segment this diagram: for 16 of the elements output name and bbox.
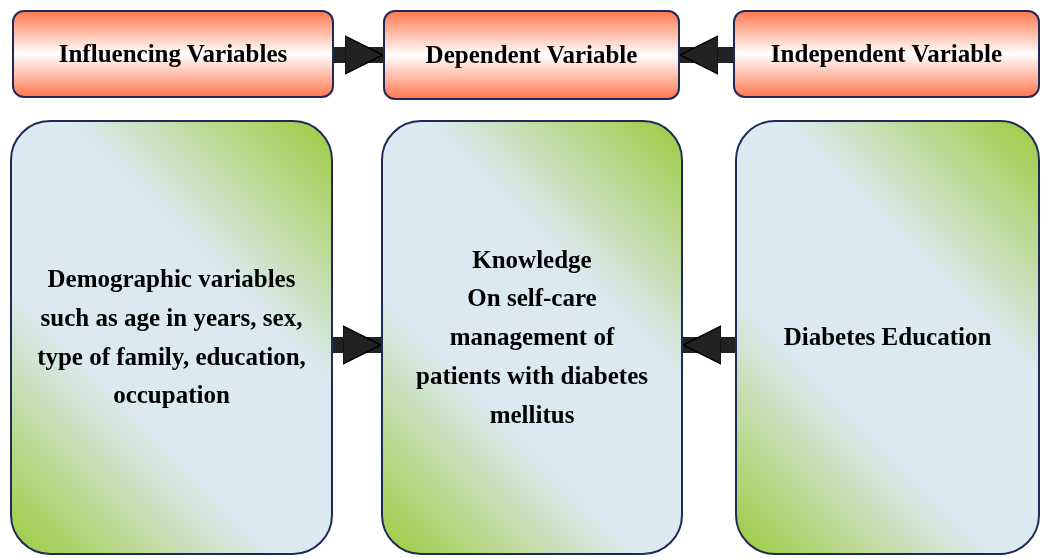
content-box: [10, 120, 333, 555]
block-arrow: [333, 325, 382, 365]
header-text: Independent Variable: [770, 38, 1003, 69]
heading-text: Knowledge: [472, 244, 592, 275]
content-box: [381, 120, 683, 555]
block-arrow: [679, 35, 733, 75]
content-box: [735, 120, 1040, 555]
body-text: Demographic variables such as age in years, sex, type of family, education, occupation: [36, 264, 307, 411]
header-box: [733, 10, 1040, 98]
block-arrow: [334, 35, 384, 75]
header-text: Influencing Variables: [58, 38, 288, 69]
header-box: [383, 10, 680, 100]
body-text: Diabetes Education: [783, 322, 992, 353]
body-text: On self-care management of patients with diabetes mellitus: [415, 283, 649, 430]
header-box: [12, 10, 334, 98]
header-text: Dependent Variable: [425, 39, 638, 70]
